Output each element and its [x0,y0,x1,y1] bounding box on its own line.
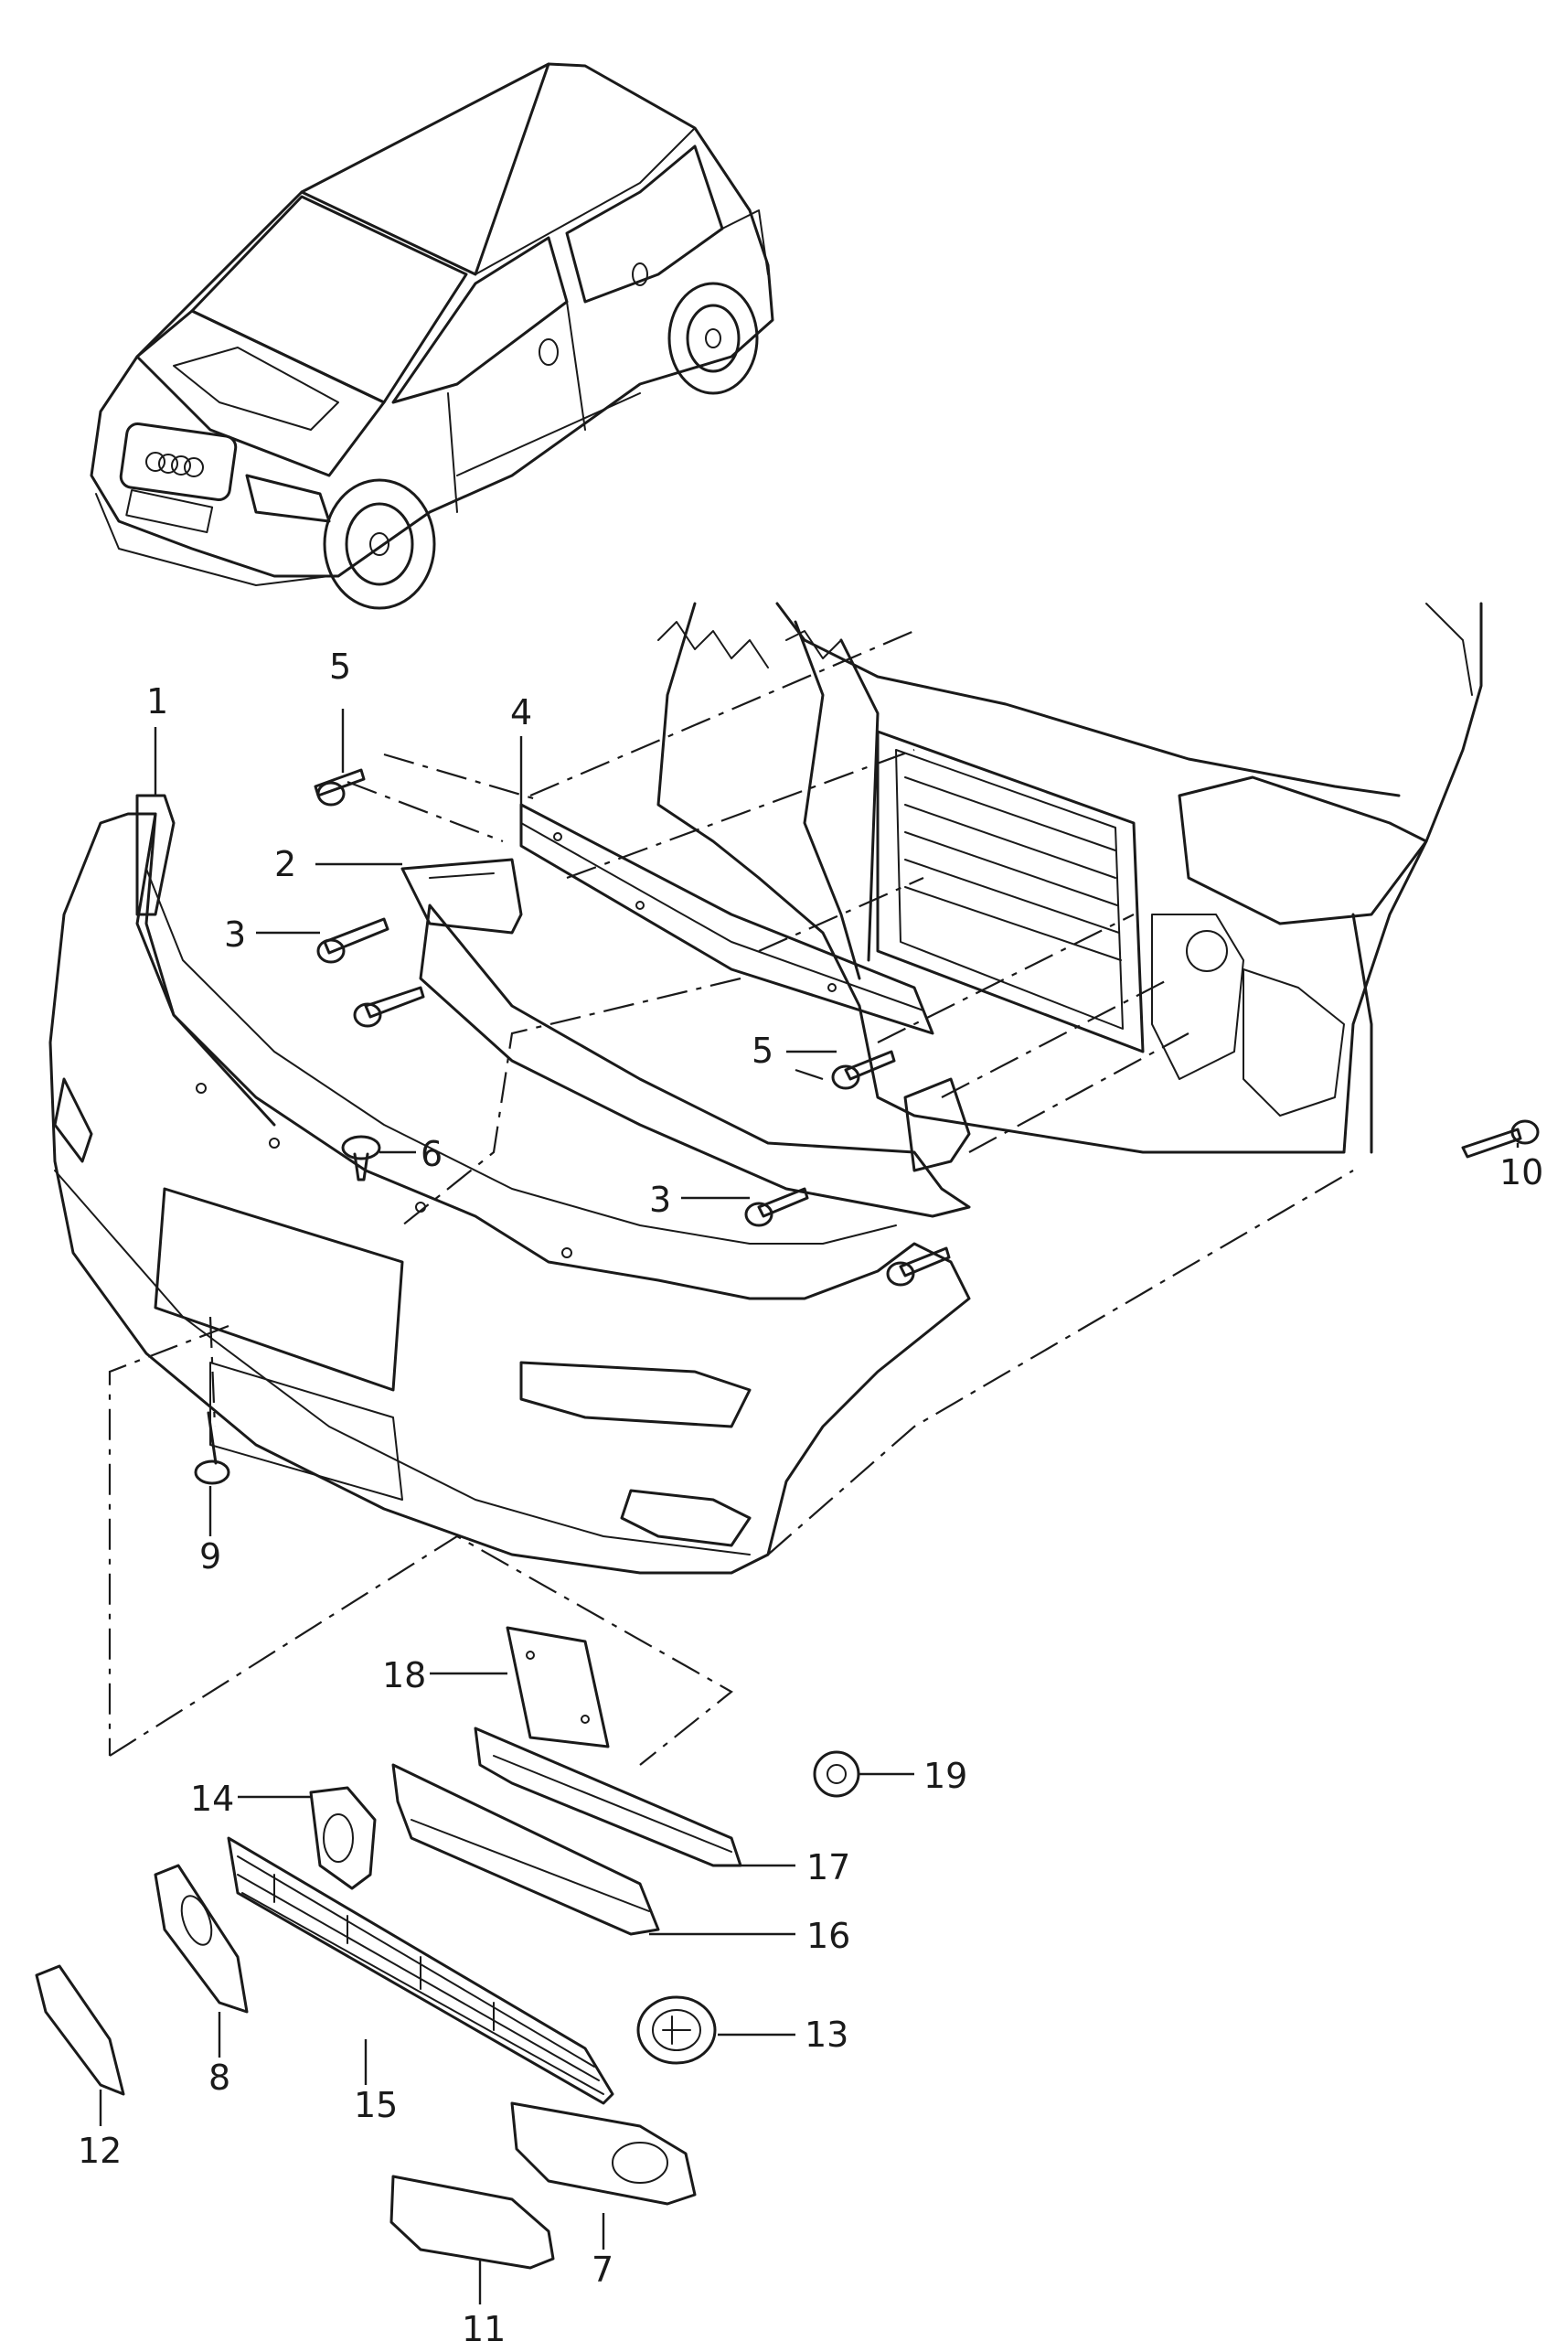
callout-3-lower: 3 [649,1180,671,1220]
clip-6 [341,1135,381,1181]
fog-ring-13 [636,1995,717,2065]
strip-16 [391,1763,660,1936]
callout-16: 16 [806,1916,850,1956]
callout-6: 6 [421,1134,443,1174]
callout-15: 15 [354,2085,398,2125]
grille-15 [227,1836,614,2105]
screw-bracket-left [353,986,425,1028]
impact-bar [519,803,934,1035]
callout-10: 10 [1499,1152,1543,1192]
callout-5-right: 5 [752,1031,773,1071]
screw-10 [1461,1119,1540,1159]
callout-4: 4 [510,692,532,732]
callout-18: 18 [382,1655,426,1695]
assembly-lines [108,629,1354,1766]
callout-14: 14 [190,1779,234,1819]
callout-17: 17 [806,1847,850,1887]
callout-8: 8 [208,2058,230,2098]
leader-lines [99,709,1520,2304]
callout-19: 19 [923,1756,967,1796]
callout-1: 1 [146,681,168,722]
callout-5-top: 5 [329,647,351,687]
ring-19 [813,1750,860,1798]
plate-18 [506,1626,610,1748]
fasteners [194,768,1540,1485]
bumper-brackets [400,858,971,1218]
logo-rings [145,452,204,477]
callout-7: 7 [592,2250,613,2290]
screw-9 [194,1411,230,1485]
strip-17 [474,1727,742,1867]
callout-9: 9 [199,1536,221,1577]
screw-bumper-right [886,1246,951,1287]
bracket-14 [309,1786,377,1890]
callout-3-upper: 3 [224,914,246,955]
screw-5-right [831,1050,896,1090]
cover-7 [510,2101,697,2206]
screw-3-upper [316,917,389,964]
vehicle-overview [90,62,774,610]
trim-8 [154,1864,249,2014]
callout-12: 12 [78,2131,122,2171]
callout-11: 11 [462,2309,506,2349]
cover-11 [389,2175,555,2270]
bumper-cover [48,794,971,1575]
callout-13: 13 [805,2015,848,2055]
front-end-structure [656,602,1483,1154]
callouts: 1 2 3 3 4 5 5 6 7 8 9 10 11 12 13 14 15 … [78,647,1543,2349]
callout-2: 2 [274,844,296,884]
screw-3-lower [744,1187,809,1227]
rear-wheel [667,282,759,395]
front-wheel [323,478,436,610]
cover-12 [35,1964,125,2096]
screw-5-top [314,768,366,807]
